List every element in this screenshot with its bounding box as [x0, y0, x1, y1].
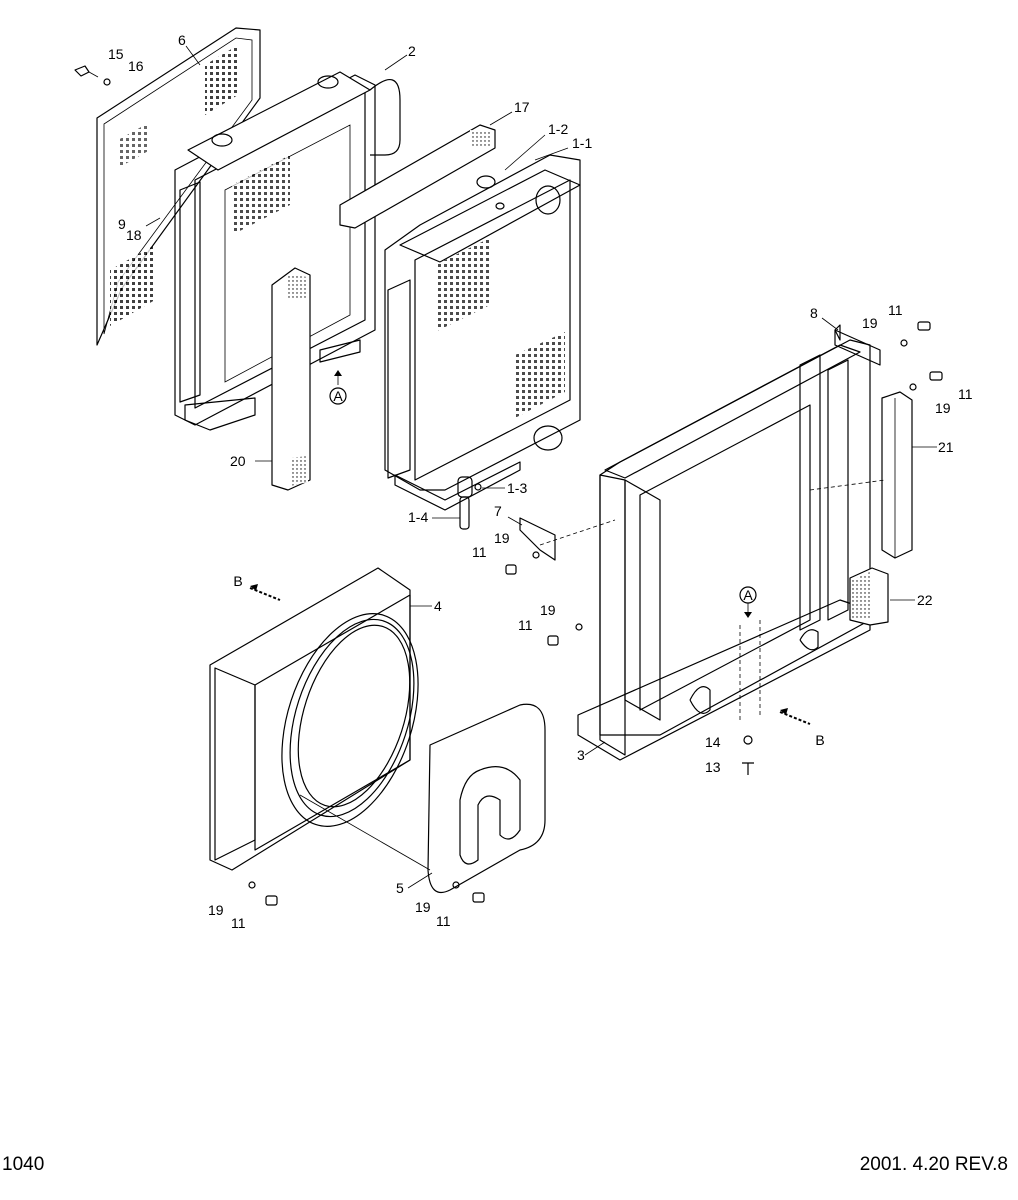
fan-guard-plate	[299, 703, 546, 894]
callout-17: 17	[514, 99, 530, 115]
leader-lines	[145, 45, 937, 889]
cooler-core	[174, 71, 401, 431]
callout-13: 13	[705, 759, 721, 775]
callout-19-frame: 19	[540, 602, 556, 618]
drain-hose	[457, 476, 482, 530]
fan-shroud	[209, 567, 419, 871]
svg-text:A: A	[333, 388, 343, 404]
view-marker-a-top: A	[329, 370, 347, 405]
callout-11-left: 11	[231, 915, 246, 931]
callout-1-1: 1-1	[572, 135, 592, 151]
washer	[103, 78, 111, 86]
callout-15: 15	[108, 46, 124, 62]
callout-20: 20	[230, 453, 246, 469]
seal-bar	[339, 124, 496, 229]
wing-bolt	[74, 65, 99, 78]
callout-14: 14	[705, 734, 721, 750]
svg-text:B: B	[815, 732, 824, 748]
callout-19-mid: 19	[494, 530, 510, 546]
callout-5: 5	[396, 880, 404, 896]
callout-21: 21	[938, 439, 954, 455]
callout-19-bottom: 19	[415, 899, 431, 915]
callout-3: 3	[577, 747, 585, 763]
small-bracket	[519, 517, 556, 561]
revision-date: 2001. 4.20 REV.8	[859, 1154, 1008, 1175]
radiator	[384, 154, 581, 511]
page-number: 1040	[2, 1154, 45, 1175]
top-bracket	[834, 324, 881, 366]
callout-11-top: 11	[888, 302, 903, 318]
view-marker-b-left: B	[233, 573, 281, 601]
callout-11-mid: 11	[472, 544, 487, 560]
support-frame	[539, 339, 886, 761]
callout-8: 8	[810, 305, 818, 321]
callout-2: 2	[408, 43, 416, 59]
side-plate	[881, 391, 913, 559]
callout-18: 18	[126, 227, 142, 243]
view-marker-a-frame: A	[739, 586, 757, 618]
callout-11-bottom: 11	[436, 913, 451, 929]
vertical-seal	[271, 267, 311, 491]
block-seal	[849, 567, 889, 626]
screen-panel	[96, 27, 261, 346]
callout-19-left: 19	[208, 902, 224, 918]
callout-19-right: 19	[935, 400, 951, 416]
callout-1-3: 1-3	[507, 480, 527, 496]
callout-1-4: 1-4	[408, 509, 428, 525]
callout-11-right: 11	[958, 386, 973, 402]
callout-7: 7	[494, 503, 502, 519]
svg-text:B: B	[233, 573, 242, 589]
callout-22: 22	[917, 592, 933, 608]
bolt-washer-set	[248, 321, 943, 906]
callout-6: 6	[178, 32, 186, 48]
callout-4: 4	[434, 598, 442, 614]
callout-11-frame: 11	[518, 617, 533, 633]
svg-text:A: A	[743, 587, 753, 603]
callout-labels: 15 16 6 2 17 1-2 1-1 9 18 20 1-3 1-4 8 1…	[108, 32, 973, 931]
callout-19-top: 19	[862, 315, 878, 331]
callout-1-2: 1-2	[548, 121, 568, 137]
callout-16: 16	[128, 58, 144, 74]
callout-9: 9	[118, 216, 126, 232]
view-marker-b-right: B	[779, 708, 825, 748]
